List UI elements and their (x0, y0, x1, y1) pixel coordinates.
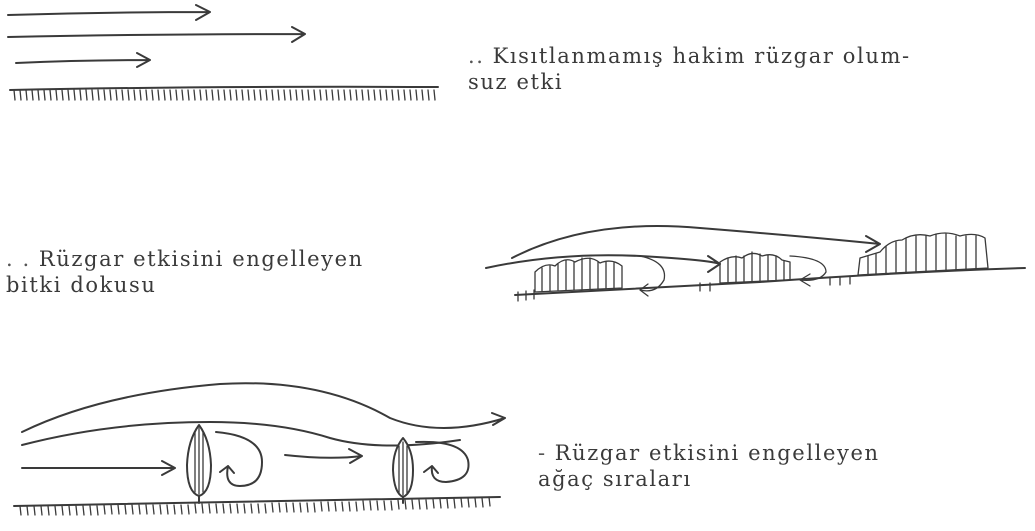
caption-text: Kısıtlanmamış hakim rüzgar olum- (493, 44, 911, 68)
caption-unobstructed-wind: .. Kısıtlanmamış hakim rüzgar olum- suz e… (468, 43, 911, 95)
vegetation-hatching-2 (728, 252, 784, 283)
caption-tree-rows: -Rüzgar etkisini engelleyen ağaç sıralar… (538, 440, 880, 492)
caption-text: Rüzgar etkisini engelleyen (555, 441, 880, 465)
wind-arrow (16, 53, 150, 67)
vegetation-hatching-1 (542, 258, 614, 291)
wind-eddy-1 (216, 432, 262, 486)
caption-vegetation: . . Rüzgar etkisini engelleyen bitki doku… (6, 246, 364, 298)
vegetation-mass-3 (858, 233, 988, 275)
caption-marker: - (538, 441, 547, 465)
caption-marker: .. (468, 44, 485, 68)
caption-line-2: suz etki (468, 69, 911, 95)
tree-row-wind-sketch (14, 383, 505, 515)
caption-line-1: .. Kısıtlanmamış hakim rüzgar olum- (468, 43, 911, 69)
wind-arrow (8, 5, 210, 20)
vegetation-mass-1 (535, 258, 622, 292)
wind-arrow-low-1 (22, 461, 175, 475)
vegetation-hatching-3 (868, 234, 976, 275)
wind-arrow (8, 27, 305, 42)
vegetation-mass-2 (720, 253, 790, 283)
wind-arrow-low-2 (285, 449, 362, 463)
wind-eddy-2 (790, 256, 826, 286)
caption-text: Rüzgar etkisini engelleyen (39, 247, 364, 271)
ground-hatching (14, 90, 435, 100)
ground-hatching (20, 497, 490, 515)
caption-line-2: ağaç sıraları (538, 466, 880, 492)
caption-marker: . . (6, 247, 31, 271)
vegetation-wind-sketch (486, 226, 1025, 301)
caption-line-1: . . Rüzgar etkisini engelleyen (6, 246, 364, 272)
wind-eddy-2 (416, 442, 469, 482)
wind-flow-mid (22, 422, 460, 446)
caption-line-2: bitki dokusu (6, 272, 364, 298)
wind-flow-upper (512, 226, 880, 258)
caption-line-1: -Rüzgar etkisini engelleyen (538, 440, 880, 466)
wind-flow-mid (486, 255, 720, 272)
wind-eddy-1 (640, 256, 665, 296)
unobstructed-wind-sketch (8, 5, 438, 100)
